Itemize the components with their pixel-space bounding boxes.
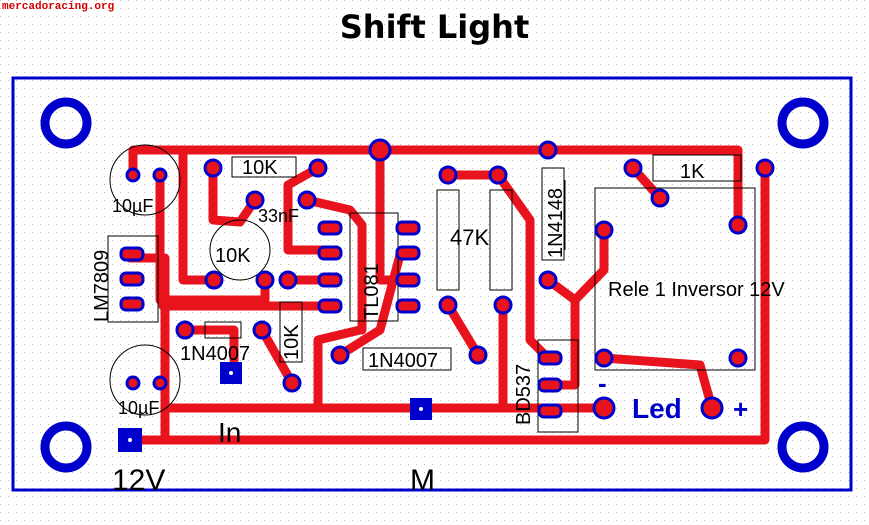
cap-10uf-bottom-outline: [109, 344, 181, 416]
label-reg-lm7809: LM7809: [91, 250, 113, 322]
res-1k-outline: [652, 154, 742, 182]
label-led-plus: +: [733, 394, 748, 424]
pad-round: [538, 140, 558, 160]
mounting-hole-top-left: [40, 97, 92, 149]
mounting-hole-bottom-right: [777, 421, 829, 473]
label-res-10k-vertical: 10K: [281, 324, 303, 360]
res-10k-top-outline: [231, 156, 297, 178]
silkscreen: [107, 144, 756, 433]
relay-outline: [594, 187, 756, 371]
pot-10k-outline: [209, 219, 271, 281]
diode-1n4007-left-outline: [204, 321, 242, 339]
label-relay: Rele 1 Inversor 12V: [608, 279, 785, 301]
label-in: In: [218, 417, 241, 448]
copper-traces: [125, 145, 770, 445]
mounting-hole-bottom-left: [40, 421, 92, 473]
res-47k-outline-b: [489, 189, 513, 291]
label-pot-10k: 10K: [215, 245, 251, 267]
label-ic-tl081: TL081: [361, 263, 383, 320]
component-labels: 10K 33nF 10µF 10K LM7809 TL081 47K 1N414…: [91, 157, 785, 425]
diode-1n4148-outline: [541, 167, 565, 261]
ic-tl081-outline: [349, 212, 399, 322]
pads: [118, 138, 775, 452]
label-res-1k: 1K: [680, 161, 705, 183]
connector-labels: - Led + In 12V M: [112, 368, 748, 497]
reg-lm7809-outline: [107, 235, 159, 323]
label-diode-1n4007-mid: 1N4007: [368, 350, 438, 372]
label-diode-1n4007-left: 1N4007: [180, 343, 250, 365]
cap-10uf-top-outline: [109, 144, 181, 216]
label-led-minus: -: [598, 368, 607, 398]
label-m: M: [410, 464, 435, 497]
mounting-hole-top-right: [777, 97, 829, 149]
page-title: Shift Light: [339, 8, 530, 46]
label-diode-1n4148: 1N4148: [545, 188, 567, 258]
label-cap-10uf-top: 10µF: [112, 196, 153, 216]
diode-1n4007-mid-outline: [362, 347, 452, 371]
res-10k-vertical-outline: [279, 301, 303, 363]
res-47k-outline-a: [436, 189, 460, 291]
watermark: mercadoracing.org: [2, 1, 115, 13]
pad-round: [368, 138, 392, 162]
label-led: Led: [632, 393, 682, 424]
label-12v: 12V: [112, 464, 165, 497]
board-outline: [11, 76, 853, 492]
label-cap-33nf: 33nF: [258, 206, 299, 226]
label-trans-bd537: BD537: [513, 364, 535, 425]
label-res-10k-top: 10K: [242, 157, 278, 179]
label-cap-10uf-bottom: 10µF: [118, 398, 159, 418]
label-res-47k: 47K: [450, 225, 489, 250]
mounting-holes: [40, 97, 829, 473]
